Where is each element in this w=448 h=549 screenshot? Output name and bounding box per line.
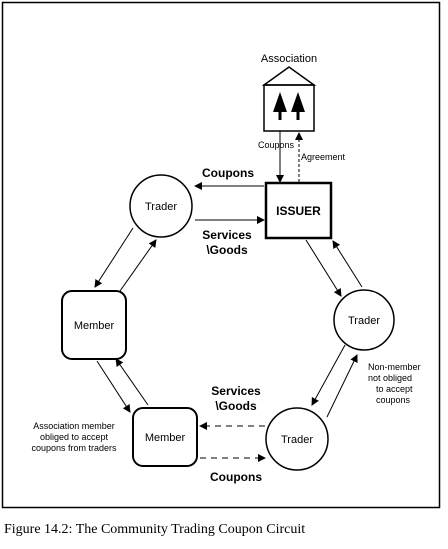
agreement-label: Agreement bbox=[301, 152, 346, 162]
nonmember-note-line4: coupons bbox=[376, 395, 411, 405]
association-coupons-label: Coupons bbox=[258, 140, 295, 150]
nonmember-note-line3: to accept bbox=[376, 384, 413, 394]
association-building bbox=[263, 84, 315, 132]
nonmember-note-line1: Non-member bbox=[368, 362, 421, 372]
trader-right-node bbox=[333, 289, 395, 351]
bottom-goods-label: \Goods bbox=[215, 399, 257, 413]
trader-bottom-to-right-arrow bbox=[326, 354, 358, 418]
issuer-label: ISSUER bbox=[276, 204, 321, 218]
figure-caption: Figure 14.2: The Community Trading Coupo… bbox=[4, 522, 305, 537]
trader-bottom-label: Trader bbox=[281, 434, 313, 446]
top-goods-label: \Goods bbox=[206, 243, 248, 257]
member-bottom-to-left-arrow bbox=[115, 358, 149, 406]
issuer-to-trader-right-arrow bbox=[305, 239, 342, 297]
trader-bottom-node bbox=[265, 407, 329, 471]
trader-top-label: Trader bbox=[145, 201, 177, 213]
bottom-services-label: Services bbox=[211, 384, 261, 398]
tree-icon bbox=[291, 92, 305, 120]
member-note-line2: obliged to accept bbox=[40, 432, 109, 442]
member-note-line1: Association member bbox=[33, 421, 115, 431]
tree-icon bbox=[273, 92, 287, 120]
member-left-label: Member bbox=[74, 320, 115, 332]
member-note-line3: coupons from traders bbox=[31, 443, 117, 453]
trader-top-to-member-left-arrow bbox=[94, 227, 134, 288]
nonmember-note-line2: not obliged bbox=[368, 373, 412, 383]
association-roof bbox=[261, 66, 317, 86]
member-left-to-trader-top-arrow bbox=[119, 239, 157, 292]
trader-right-to-bottom-arrow bbox=[311, 344, 346, 406]
association-title: Association bbox=[261, 53, 317, 65]
top-coupons-label: Coupons bbox=[202, 166, 254, 180]
figure-frame bbox=[1, 1, 441, 509]
member-bottom-node bbox=[132, 407, 198, 467]
top-services-label: Services bbox=[202, 228, 252, 242]
member-bottom-label: Member bbox=[145, 432, 186, 444]
trader-right-label: Trader bbox=[348, 315, 380, 327]
member-left-node bbox=[61, 290, 127, 360]
member-left-to-bottom-arrow bbox=[96, 360, 131, 413]
issuer-box bbox=[264, 181, 333, 240]
trader-right-to-issuer-arrow bbox=[332, 240, 363, 288]
bottom-coupons-label: Coupons bbox=[210, 470, 262, 484]
trader-top-node bbox=[129, 174, 193, 238]
